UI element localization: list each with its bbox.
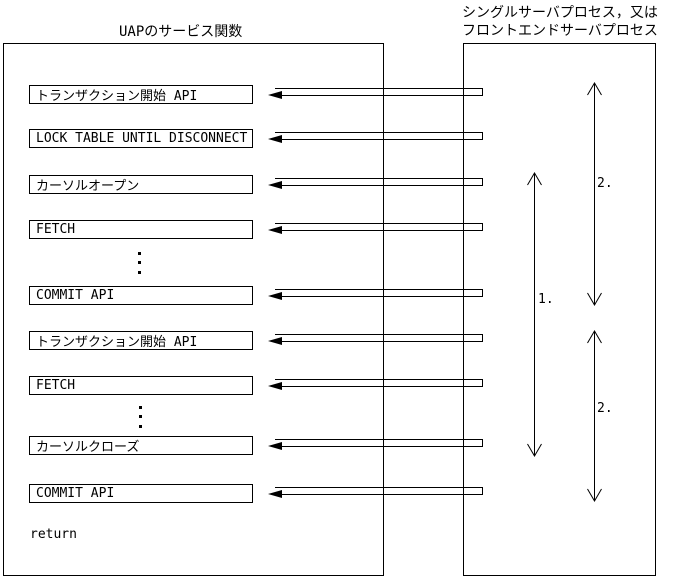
left-arrowhead-icon [268,382,282,390]
server-process-box [463,43,656,576]
call-return-arrow-5 [268,289,483,303]
api-box-fetch-1: FETCH [29,220,253,239]
call-return-arrow-7 [268,379,483,393]
call-return-arrow-3 [268,178,483,192]
uap-column-title: UAPのサービス関数 [119,24,243,40]
api-box-transaction-start-1: トランザクション開始 API [29,85,253,104]
left-arrowhead-icon [268,292,282,300]
api-box-commit-1: COMMIT API [29,286,253,305]
api-box-label: LOCK TABLE UNTIL DISCONNECT [36,131,248,146]
left-arrowhead-icon [268,226,282,234]
call-return-arrow-2 [268,132,483,146]
call-return-arrow-4 [268,223,483,237]
left-arrowhead-icon [268,181,282,189]
range-arrow-2b [587,330,602,502]
return-label: return [30,527,77,542]
uap-process-box [3,43,384,576]
left-arrowhead-icon [268,135,282,143]
api-box-transaction-start-2: トランザクション開始 API [29,331,253,350]
left-arrowhead-icon [268,91,282,99]
left-arrowhead-icon [268,490,282,498]
server-process-title-line2: フロントエンドサーバプロセス [462,23,658,39]
api-box-label: COMMIT API [36,288,115,303]
api-box-commit-2: COMMIT API [29,484,253,503]
call-return-arrow-9 [268,487,483,501]
call-return-arrow-8 [268,439,483,453]
range-2b-label: 2. [597,401,613,416]
call-return-arrow-1 [268,88,483,102]
api-box-label: トランザクション開始 API [36,335,198,350]
api-box-label: FETCH [36,378,76,393]
range-1-label: 1. [538,292,554,307]
api-box-label: カーソルクローズ [36,440,140,455]
api-box-label: カーソルオープン [36,179,140,194]
api-box-label: COMMIT API [36,486,115,501]
api-box-fetch-2: FETCH [29,376,253,395]
api-box-label: トランザクション開始 API [36,89,198,104]
server-process-column-title: シングルサーバプロセス，又はフロントエンドサーバプロセス [462,4,658,40]
range-arrow-1 [527,172,542,457]
left-arrowhead-icon [268,337,282,345]
left-arrowhead-icon [268,442,282,450]
call-return-arrow-6 [268,334,483,348]
server-process-title-line1: シングルサーバプロセス，又は [462,5,658,21]
range-arrow-2a [587,82,602,306]
api-box-cursor-close: カーソルクローズ [29,436,253,455]
api-box-cursor-open: カーソルオープン [29,175,253,194]
api-box-label: FETCH [36,222,76,237]
api-box-lock-table: LOCK TABLE UNTIL DISCONNECT [29,129,253,148]
range-2a-label: 2. [597,176,613,191]
